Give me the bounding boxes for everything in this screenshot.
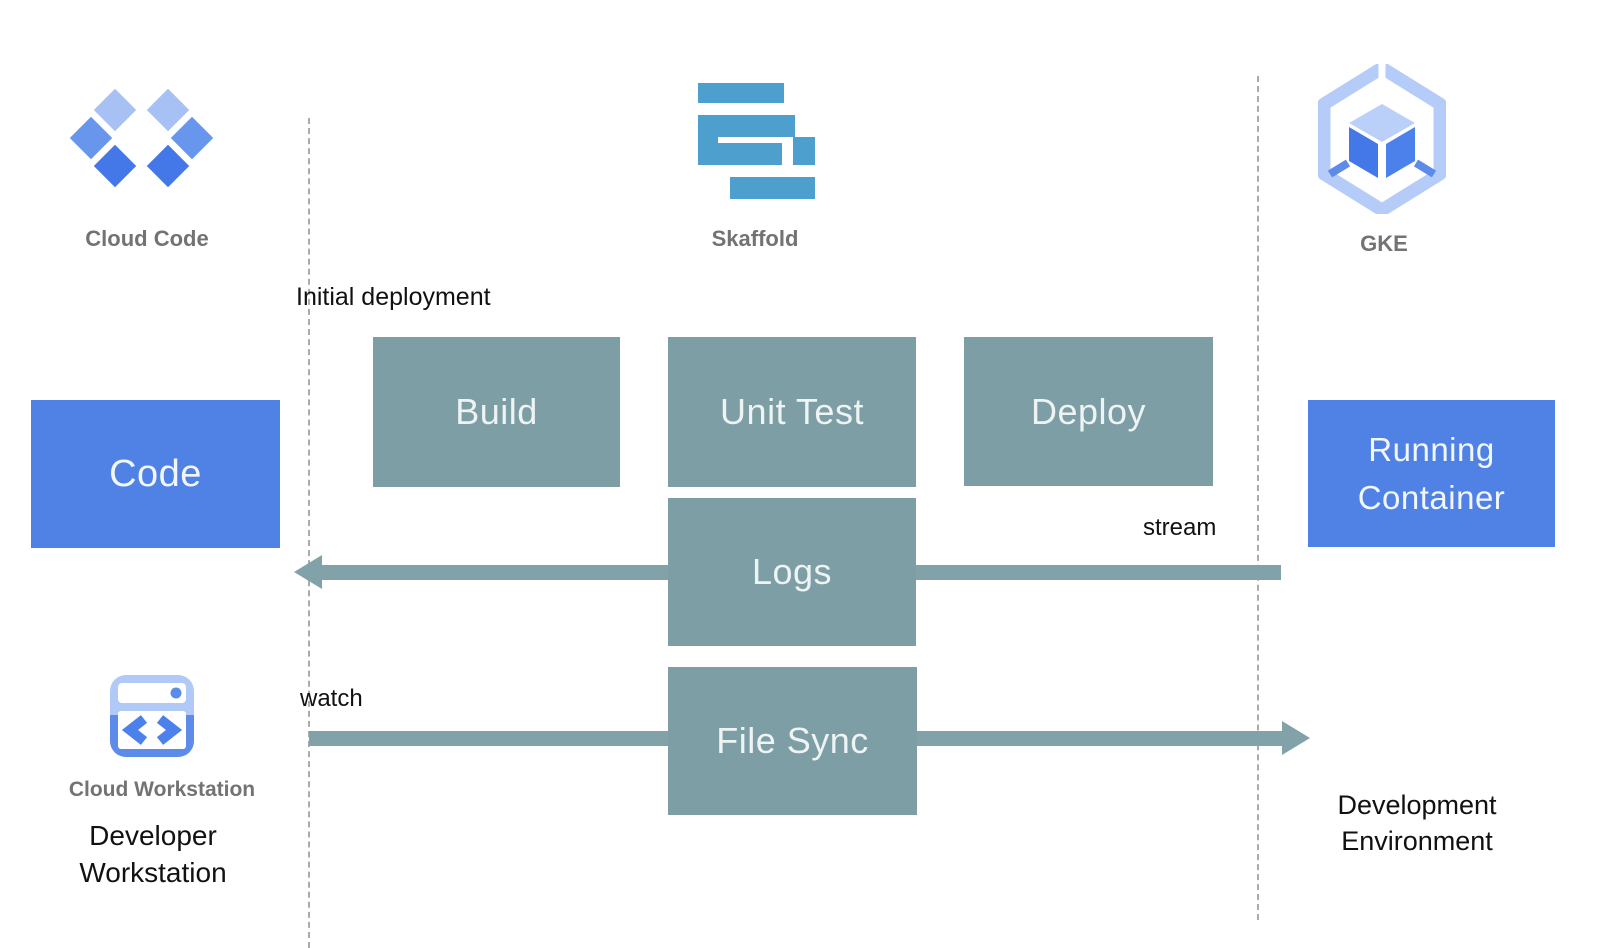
logs-stream-arrowhead-left-icon (294, 555, 322, 589)
logs-box: Logs (668, 498, 916, 646)
divider-dashed-left (308, 118, 310, 948)
unit-test-box-label: Unit Test (720, 391, 864, 432)
cloud-workstation-icon (104, 667, 200, 763)
skaffold-icon (696, 80, 817, 199)
cloud-code-icon (60, 88, 214, 188)
watch-label: watch (300, 685, 363, 712)
divider-dashed-right (1257, 76, 1259, 920)
build-box: Build (373, 337, 620, 487)
skaffold-bar (793, 137, 815, 165)
deploy-box-label: Deploy (1030, 390, 1147, 432)
file-sync-arrowhead-right-icon (1282, 721, 1310, 755)
running-container-box: Running Container (1308, 400, 1555, 547)
skaffold-bar (698, 115, 718, 165)
developer-workstation-label: Developer Workstation (79, 820, 227, 888)
build-box-label: Build (455, 391, 538, 432)
skaffold-bar (698, 83, 784, 103)
diamond-shape (93, 88, 137, 132)
cloud-code-label: Cloud Code (85, 226, 209, 251)
unit-test-box: Unit Test (668, 337, 916, 487)
initial-deployment-label: Initial deployment (296, 283, 491, 311)
deploy-box: Deploy (964, 337, 1213, 486)
development-environment-label: Development Environment (1337, 790, 1497, 856)
file-sync-box: File Sync (668, 667, 917, 815)
cloud-workstation-label: Cloud Workstation (68, 778, 256, 801)
skaffold-bar (698, 115, 795, 137)
code-box-label: Code (109, 452, 202, 495)
diamond-shape (93, 144, 137, 188)
running-container-box-label: Running Container (1357, 430, 1506, 516)
gke-hexagon-cube-graphic (1317, 61, 1447, 217)
diamond-shape (170, 116, 214, 160)
gke-label: GKE (1360, 231, 1408, 256)
logs-box-label: Logs (751, 551, 833, 592)
code-window-graphic (110, 675, 194, 757)
code-box: Code (31, 400, 280, 548)
diamond-shape (146, 144, 190, 188)
file-sync-box-label: File Sync (716, 720, 869, 761)
skaffold-label: Skaffold (711, 226, 799, 251)
gke-icon (1317, 61, 1447, 217)
skaffold-bar (730, 177, 815, 199)
skaffold-bar (716, 143, 782, 165)
stream-label: stream (1143, 514, 1217, 541)
